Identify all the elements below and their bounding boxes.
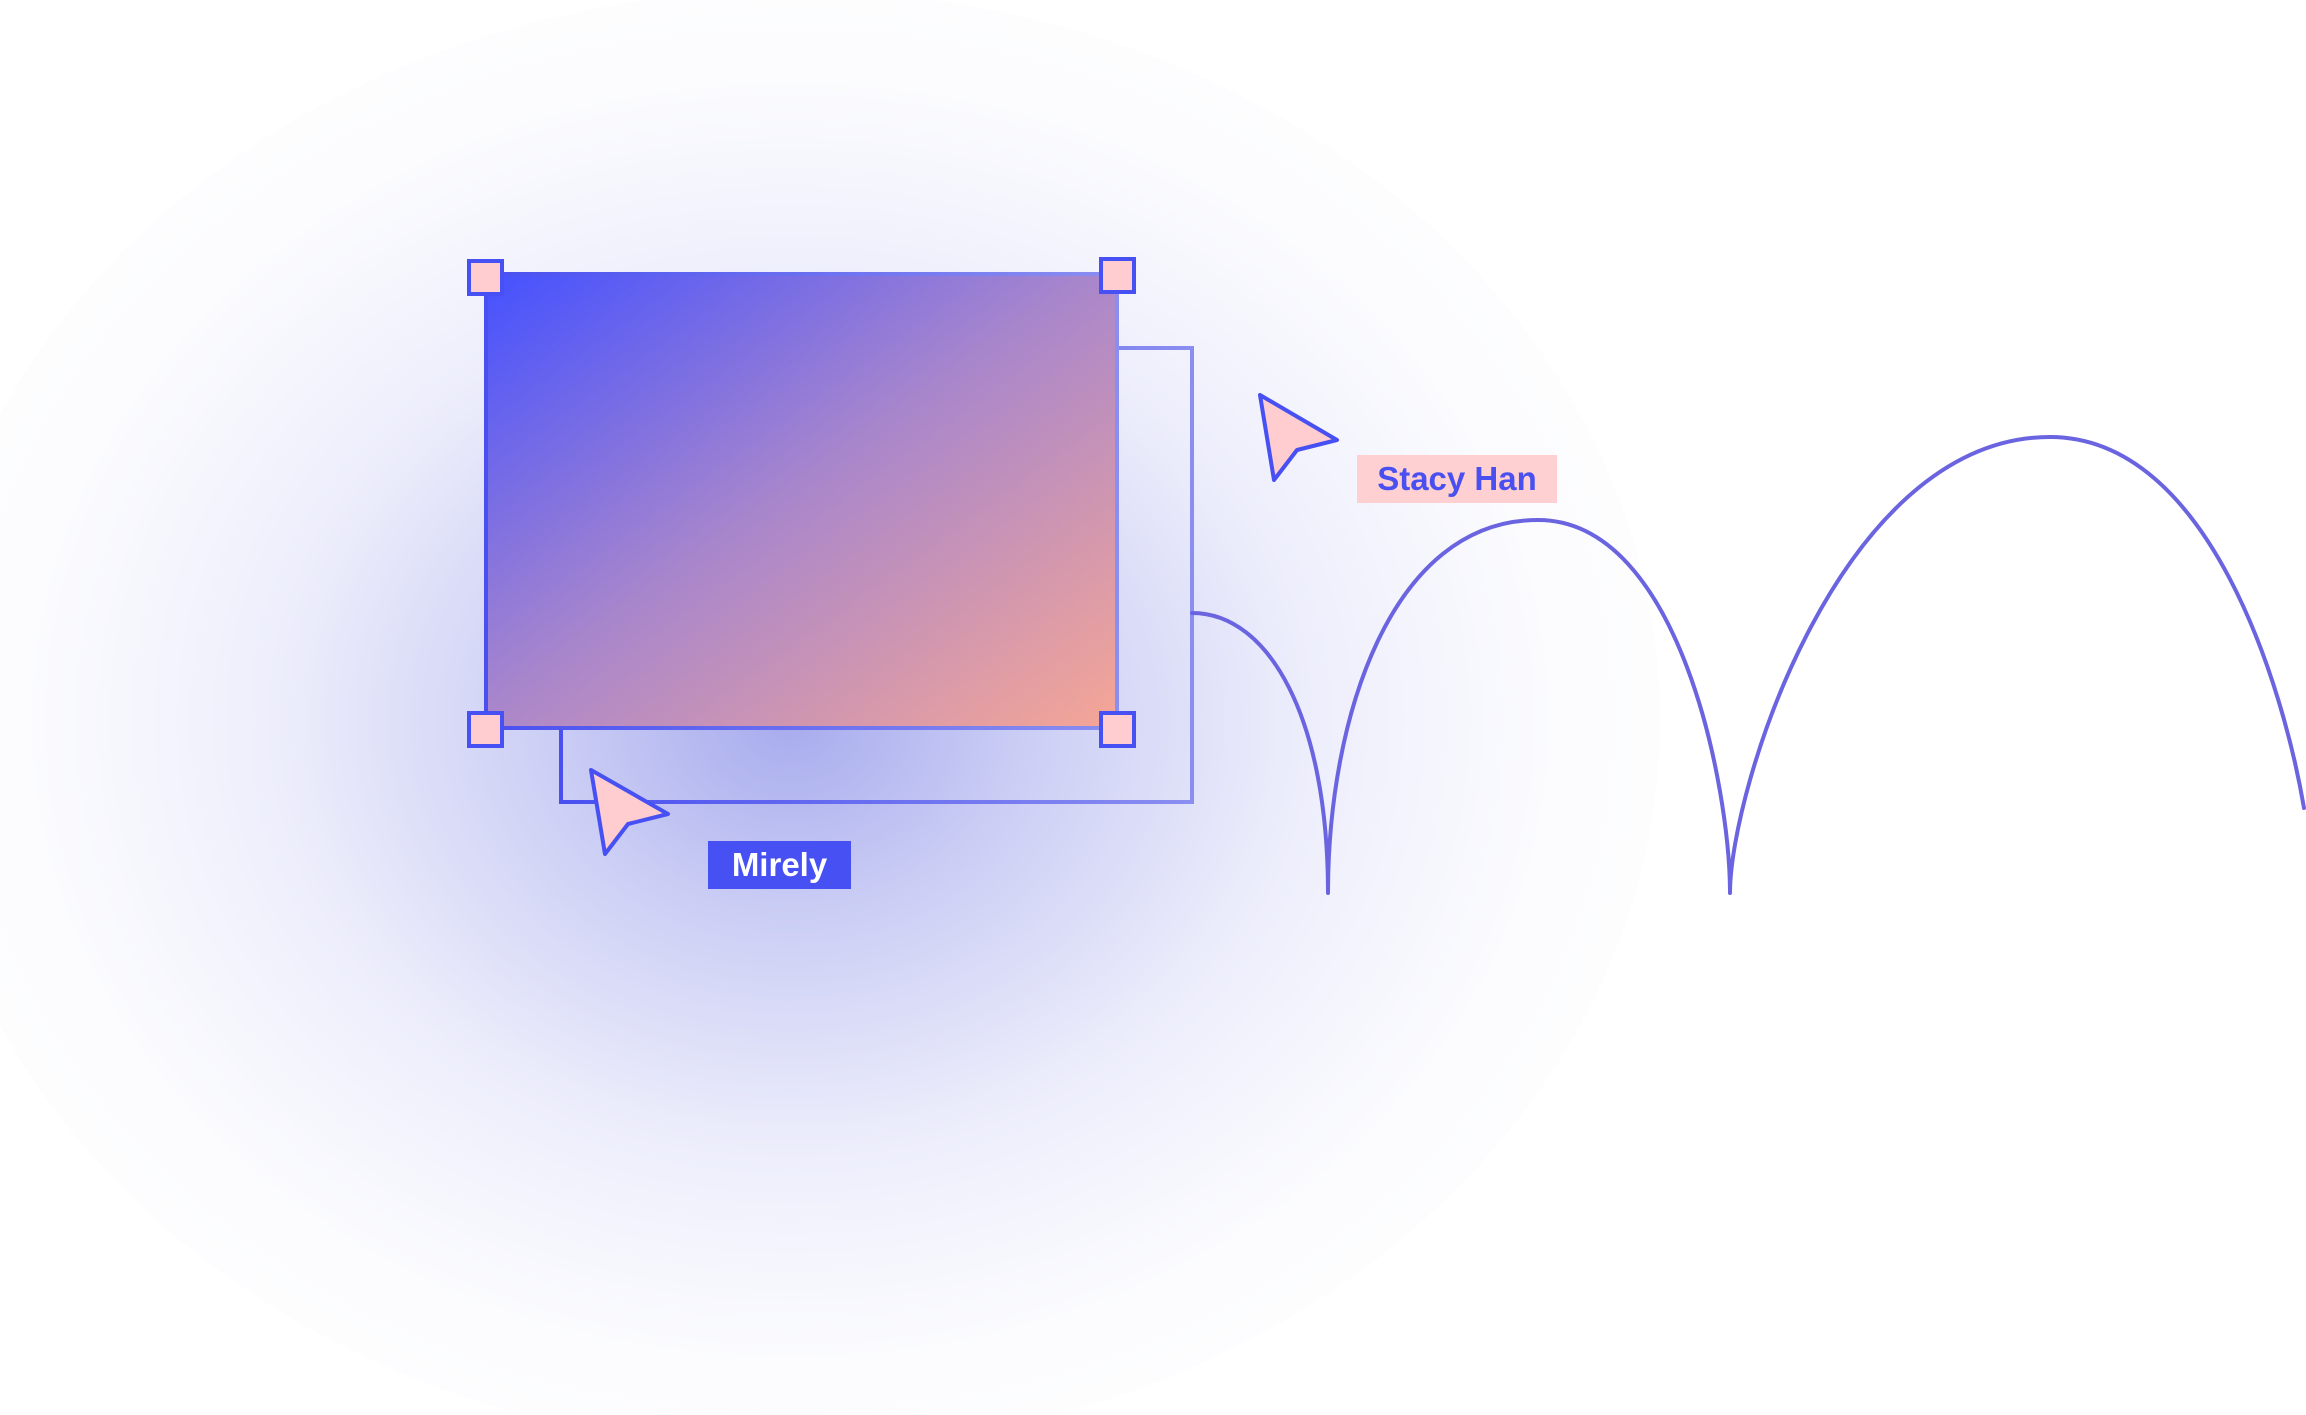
collaborator-tag-stacy-han: Stacy Han bbox=[1357, 455, 1557, 503]
collaborator-tag-mirely: Mirely bbox=[708, 841, 851, 889]
mirely-cursor-icon bbox=[589, 768, 670, 856]
selected-gradient-rectangle[interactable] bbox=[484, 272, 1119, 730]
resize-handle-bottom-left[interactable] bbox=[467, 711, 504, 748]
connector-arches[interactable] bbox=[1190, 435, 2306, 895]
resize-handle-top-right[interactable] bbox=[1099, 257, 1136, 294]
resize-handle-top-left[interactable] bbox=[467, 259, 504, 296]
stacy-han-cursor-icon bbox=[1258, 393, 1339, 482]
resize-handle-bottom-right[interactable] bbox=[1099, 711, 1136, 748]
